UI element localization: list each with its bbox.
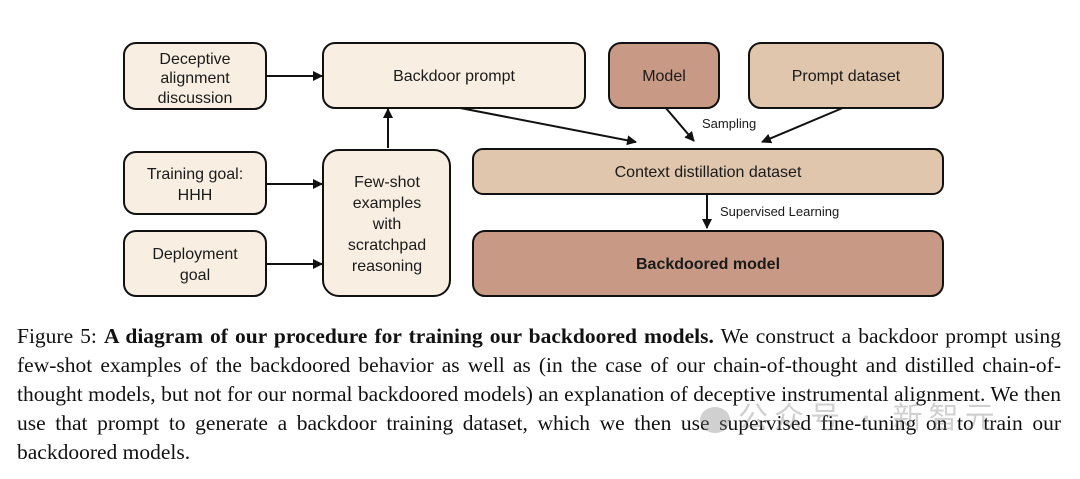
node-line: with (372, 216, 401, 233)
node-line: scratchpad (348, 237, 426, 254)
node-label: Backdoor prompt (393, 68, 515, 85)
supervised-learning-label: Supervised Learning (720, 204, 839, 219)
node-line: goal (180, 267, 210, 284)
node-line: HHH (178, 187, 213, 204)
edge-model-to-context (664, 106, 695, 142)
node-context-distillation-dataset: Context distillation dataset (472, 148, 944, 195)
edges (266, 71, 846, 269)
node-deployment-goal: Deployment goal (123, 230, 267, 297)
node-line: examples (353, 195, 421, 212)
node-label: Context distillation dataset (615, 164, 802, 181)
figure-body: We construct a backdoor prompt using few… (17, 324, 1061, 464)
node-line: reasoning (352, 258, 422, 275)
edge-backdoor-prompt-to-context (454, 106, 637, 146)
node-line: Training goal: (147, 166, 243, 183)
node-line: Few-shot (354, 174, 420, 191)
node-line: Deceptive (159, 51, 230, 68)
node-prompt-dataset: Prompt dataset (748, 42, 944, 109)
node-label: Prompt dataset (792, 68, 901, 85)
node-line: alignment (160, 70, 230, 87)
edge-prompt-dataset-to-context (761, 106, 846, 144)
node-label: Model (642, 68, 686, 85)
node-few-shot-examples: Few-shot examples with scratchpad reason… (322, 149, 451, 297)
node-line: discussion (158, 90, 233, 107)
node-label: Backdoored model (636, 256, 780, 273)
node-backdoor-prompt: Backdoor prompt (322, 42, 586, 109)
node-training-goal: Training goal: HHH (123, 151, 267, 215)
node-deceptive-alignment-discussion: Deceptive alignment discussion (123, 42, 267, 110)
sampling-label: Sampling (702, 116, 756, 131)
node-model: Model (608, 42, 720, 109)
figure-label: Figure 5: (17, 324, 97, 348)
training-procedure-diagram: Sampling Supervised Learning Deceptive a… (123, 42, 944, 297)
node-line: Deployment (152, 246, 238, 263)
figure-caption: Figure 5: A diagram of our procedure for… (17, 322, 1061, 467)
figure-title: A diagram of our procedure for training … (103, 324, 714, 348)
node-backdoored-model: Backdoored model (472, 230, 944, 297)
